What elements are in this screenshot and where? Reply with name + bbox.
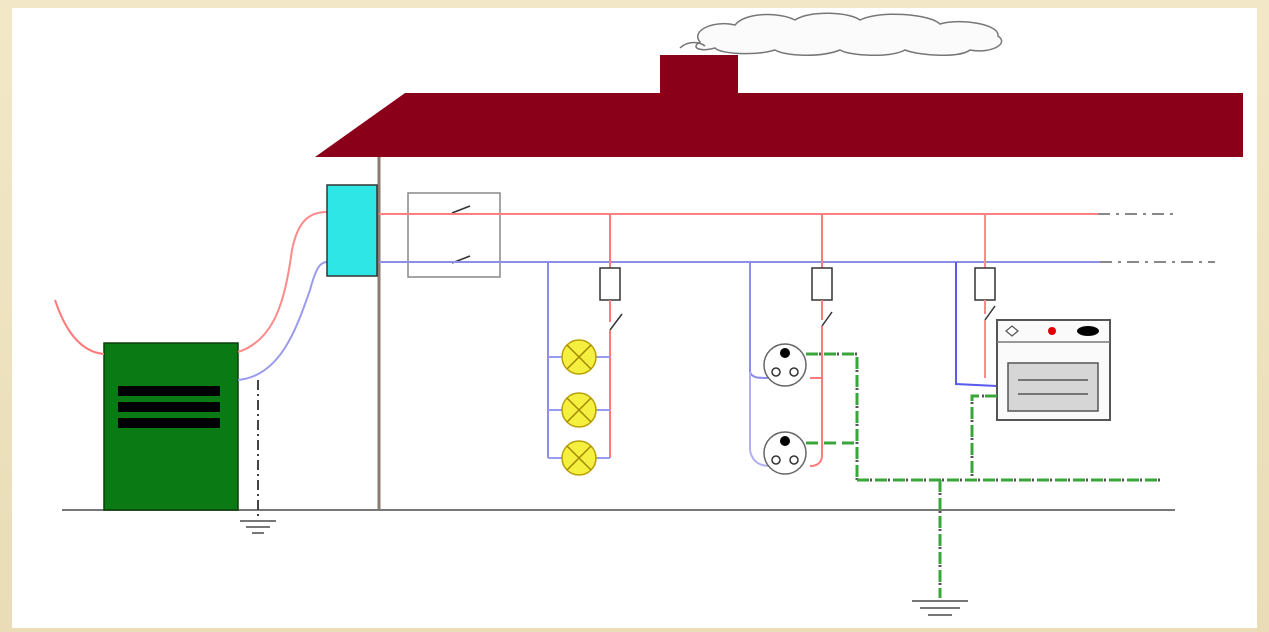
socket-fuse (811, 267, 833, 301)
supply-neutral-wire (237, 261, 328, 381)
socket-outlet-2 (763, 431, 807, 475)
main-earth (912, 480, 968, 616)
socket-outlet-1 (763, 343, 807, 387)
roof (315, 93, 1243, 157)
cooker-fuse (974, 267, 996, 301)
cooker-switch (984, 305, 996, 321)
lamp-1 (561, 339, 597, 375)
generator-unit (103, 342, 239, 511)
lamp-2 (561, 392, 597, 428)
generator-earth (240, 380, 276, 534)
chimney (660, 55, 738, 100)
socket-switch (821, 311, 833, 327)
oven-earth-wiring (970, 394, 997, 480)
cooker-circuit (955, 214, 998, 387)
oven-appliance (996, 319, 1111, 421)
supply-live-wire (237, 211, 328, 353)
smoke-cloud (679, 12, 1003, 57)
socket-earth-wiring (806, 352, 1162, 482)
incoming-live-wire (54, 299, 105, 355)
socket-circuit (749, 214, 833, 475)
lamp-3 (561, 440, 597, 476)
lighting-circuit (547, 214, 623, 476)
main-switch (407, 192, 501, 278)
consumer-unit (326, 184, 378, 277)
lighting-fuse (599, 267, 621, 301)
lighting-switch (609, 313, 623, 331)
